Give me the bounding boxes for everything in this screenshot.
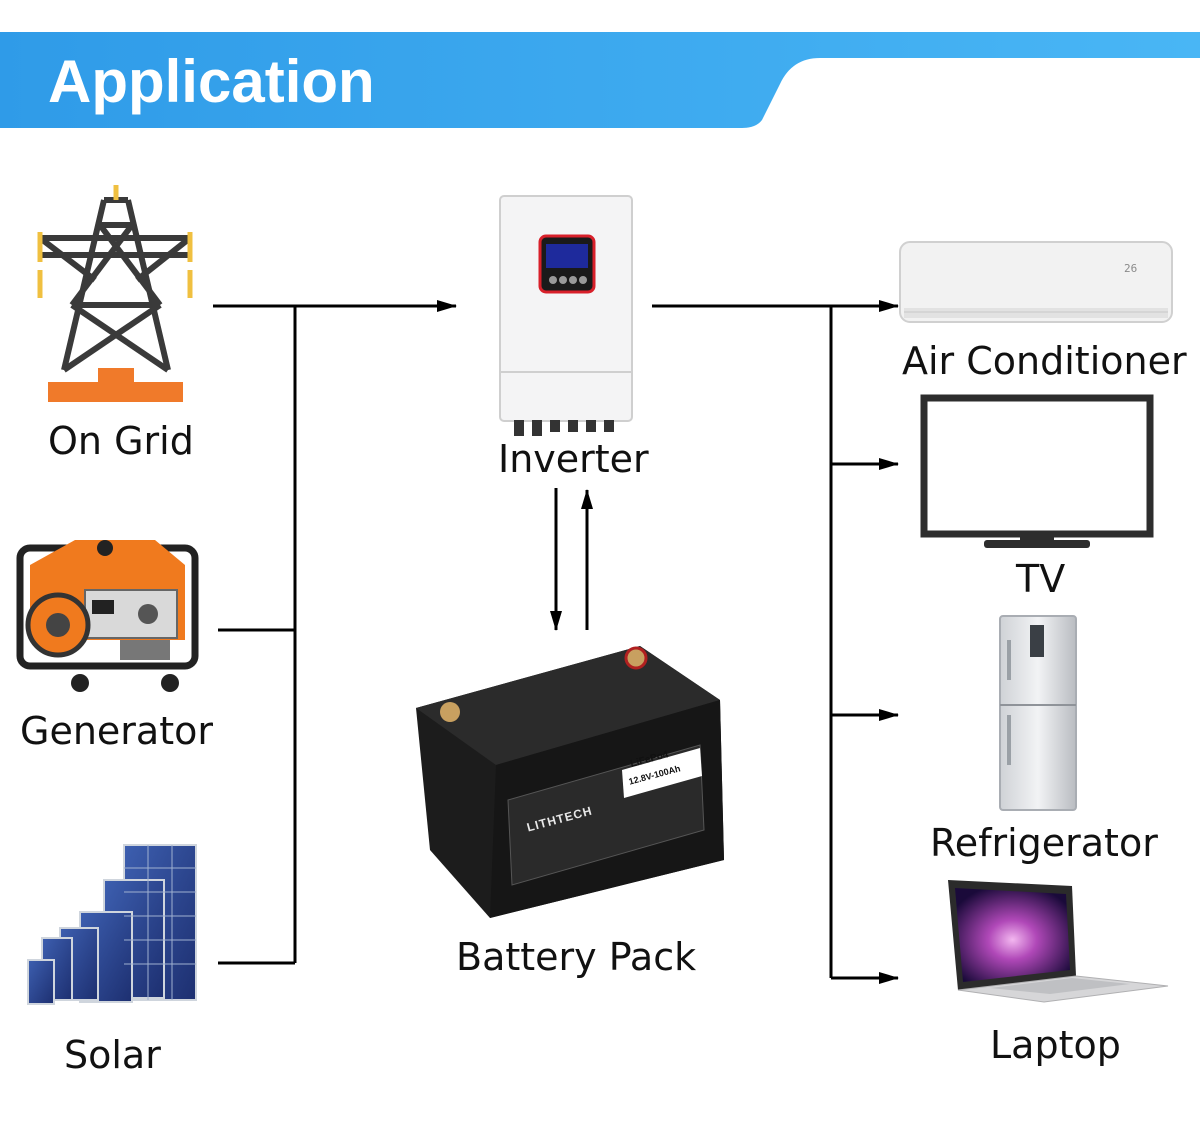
generator-icon: [16, 540, 199, 692]
inverter-icon: [499, 195, 633, 436]
label-solar: Solar: [64, 1033, 161, 1077]
air-conditioner-icon: [899, 241, 1173, 323]
label-refrigerator: Refrigerator: [930, 821, 1158, 865]
label-air-conditioner: Air Conditioner: [902, 339, 1187, 383]
label-on-grid: On Grid: [48, 419, 194, 463]
label-generator: Generator: [20, 709, 213, 753]
solar-panels-icon: [27, 844, 197, 1005]
laptop-icon: [948, 880, 1169, 1003]
refrigerator-icon: [999, 615, 1077, 811]
banner-title: Application: [48, 48, 375, 115]
label-inverter: Inverter: [498, 437, 649, 481]
banner: [0, 32, 1200, 128]
tv-icon: [920, 394, 1154, 548]
ac-display-label: 26: [1124, 262, 1138, 275]
label-tv: TV: [1016, 557, 1066, 601]
label-battery-pack: Battery Pack: [456, 935, 697, 979]
battery-pack-icon: [416, 646, 724, 918]
power-tower-icon: [37, 185, 193, 402]
connectors: [213, 300, 899, 984]
label-laptop: Laptop: [990, 1023, 1121, 1067]
